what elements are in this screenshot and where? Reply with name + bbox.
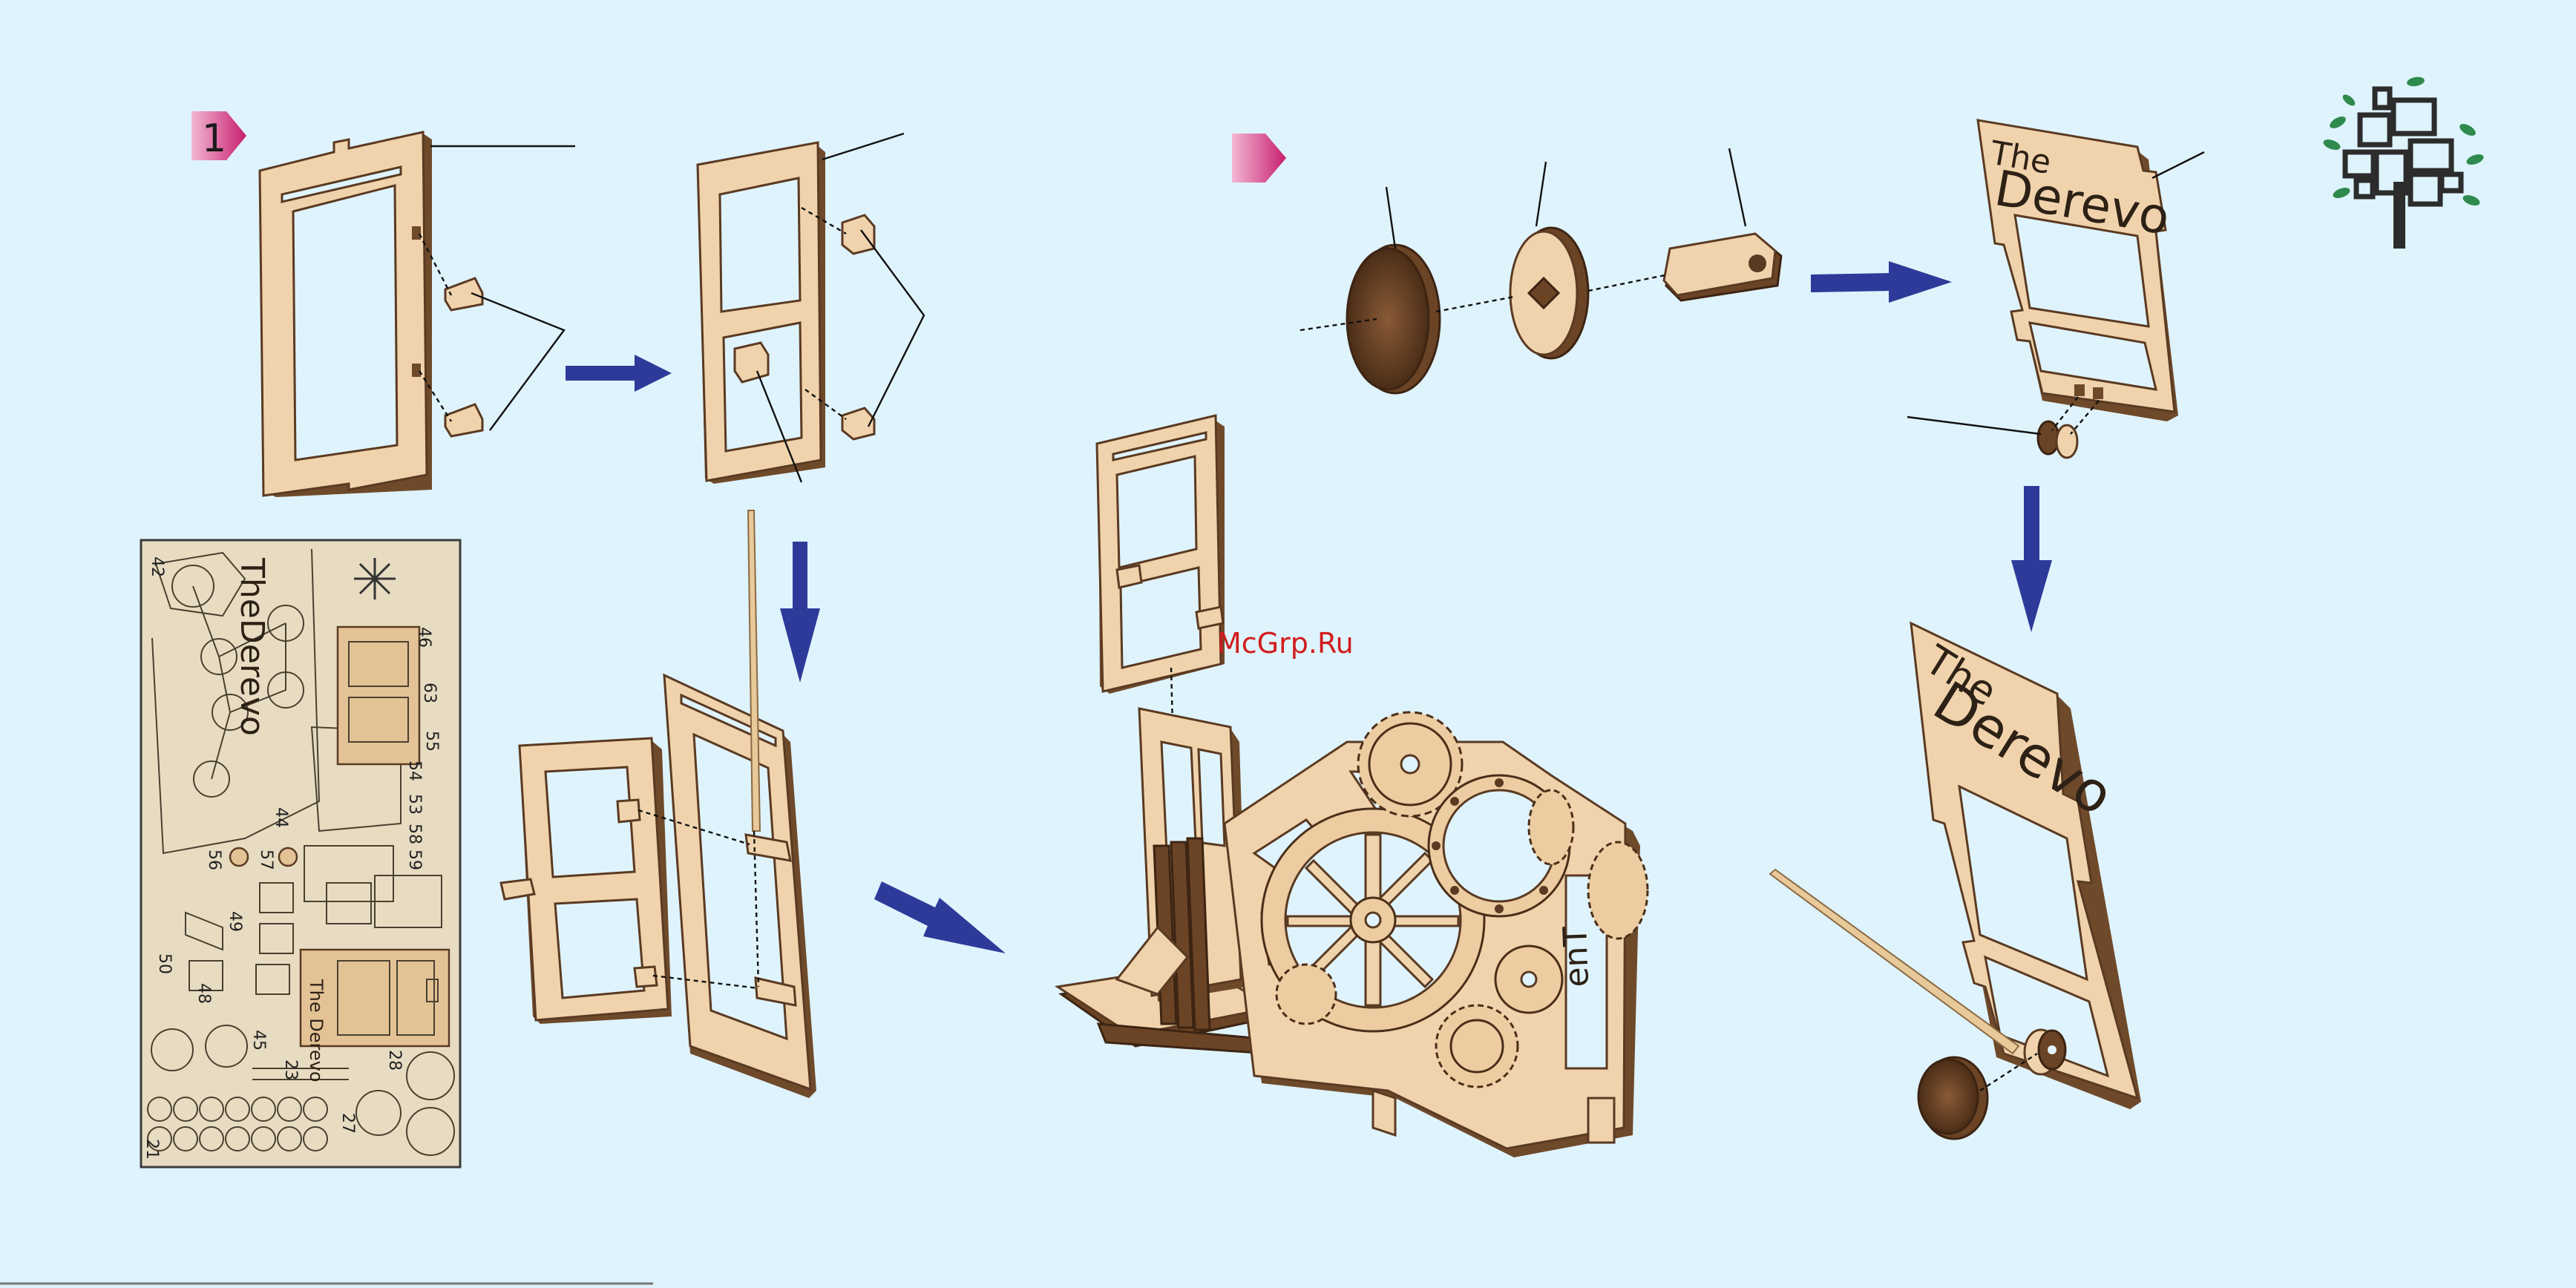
blue-arrow-icon <box>780 542 820 683</box>
leader-line <box>471 293 564 430</box>
leader-line <box>1536 162 1546 226</box>
svg-text:23: 23 <box>281 1059 300 1080</box>
step-1-number: 1 <box>202 116 226 161</box>
frame-part-a <box>260 132 432 497</box>
leader-line <box>1729 148 1746 226</box>
pink-pentagon-icon <box>1232 134 1286 183</box>
dashed-guide <box>1588 275 1668 291</box>
small-pegs <box>2038 421 2077 458</box>
svg-text:58: 58 <box>405 824 424 844</box>
svg-text:28: 28 <box>385 1050 404 1071</box>
blue-arrow-icon <box>1811 261 1952 303</box>
svg-text:57: 57 <box>257 850 275 870</box>
svg-text:27: 27 <box>338 1113 357 1134</box>
sheet-brand-text: TheDerevo <box>233 557 271 736</box>
knob-parts <box>1347 228 1781 393</box>
tree-logo-icon <box>2322 76 2485 249</box>
dashed-guide <box>1436 297 1514 312</box>
tabs-a <box>445 278 482 436</box>
svg-text:42: 42 <box>148 556 166 577</box>
svg-text:46: 46 <box>415 627 433 648</box>
svg-text:55: 55 <box>422 731 441 752</box>
leader-line <box>1907 417 2041 434</box>
frame-part-b <box>698 142 825 484</box>
svg-text:50: 50 <box>155 953 174 974</box>
sheet-sign-text: The Derevo <box>306 979 327 1082</box>
blue-arrow-icon <box>566 355 672 392</box>
svg-text:44: 44 <box>272 807 290 828</box>
leader-line <box>1386 187 1395 249</box>
svg-text:49: 49 <box>226 911 244 932</box>
leader-line <box>861 230 924 427</box>
knob-assembled <box>1918 1030 2065 1139</box>
step-1-badge: 1 <box>191 111 246 161</box>
svg-text:59: 59 <box>405 850 424 870</box>
svg-text:54: 54 <box>405 760 424 781</box>
svg-text:48: 48 <box>194 983 213 1004</box>
blue-arrow-icon <box>874 881 1006 953</box>
sign-panel: The Derevo <box>1978 120 2178 421</box>
svg-text:53: 53 <box>405 794 424 815</box>
model-label: enT <box>1556 926 1596 988</box>
leader-line <box>2152 152 2204 178</box>
blue-arrow-icon <box>2011 486 2052 632</box>
svg-text:21: 21 <box>142 1139 161 1160</box>
svg-text:56: 56 <box>205 850 223 870</box>
model-frame-top <box>1097 415 1225 694</box>
step-2-badge <box>1232 134 1286 183</box>
watermark-text: McGrp.Ru <box>1217 627 1354 660</box>
leader-line <box>822 134 904 160</box>
sign-assembled: The Derevo <box>1911 623 2141 1109</box>
parts-sheet: TheDerevo The Derevo 42 46 63 55 54 53 5… <box>141 540 460 1167</box>
sheet-snowflake-icon <box>354 558 396 599</box>
model-mechanism: enT <box>1058 709 1648 1157</box>
svg-text:63: 63 <box>420 683 439 703</box>
svg-text:45: 45 <box>249 1030 268 1051</box>
